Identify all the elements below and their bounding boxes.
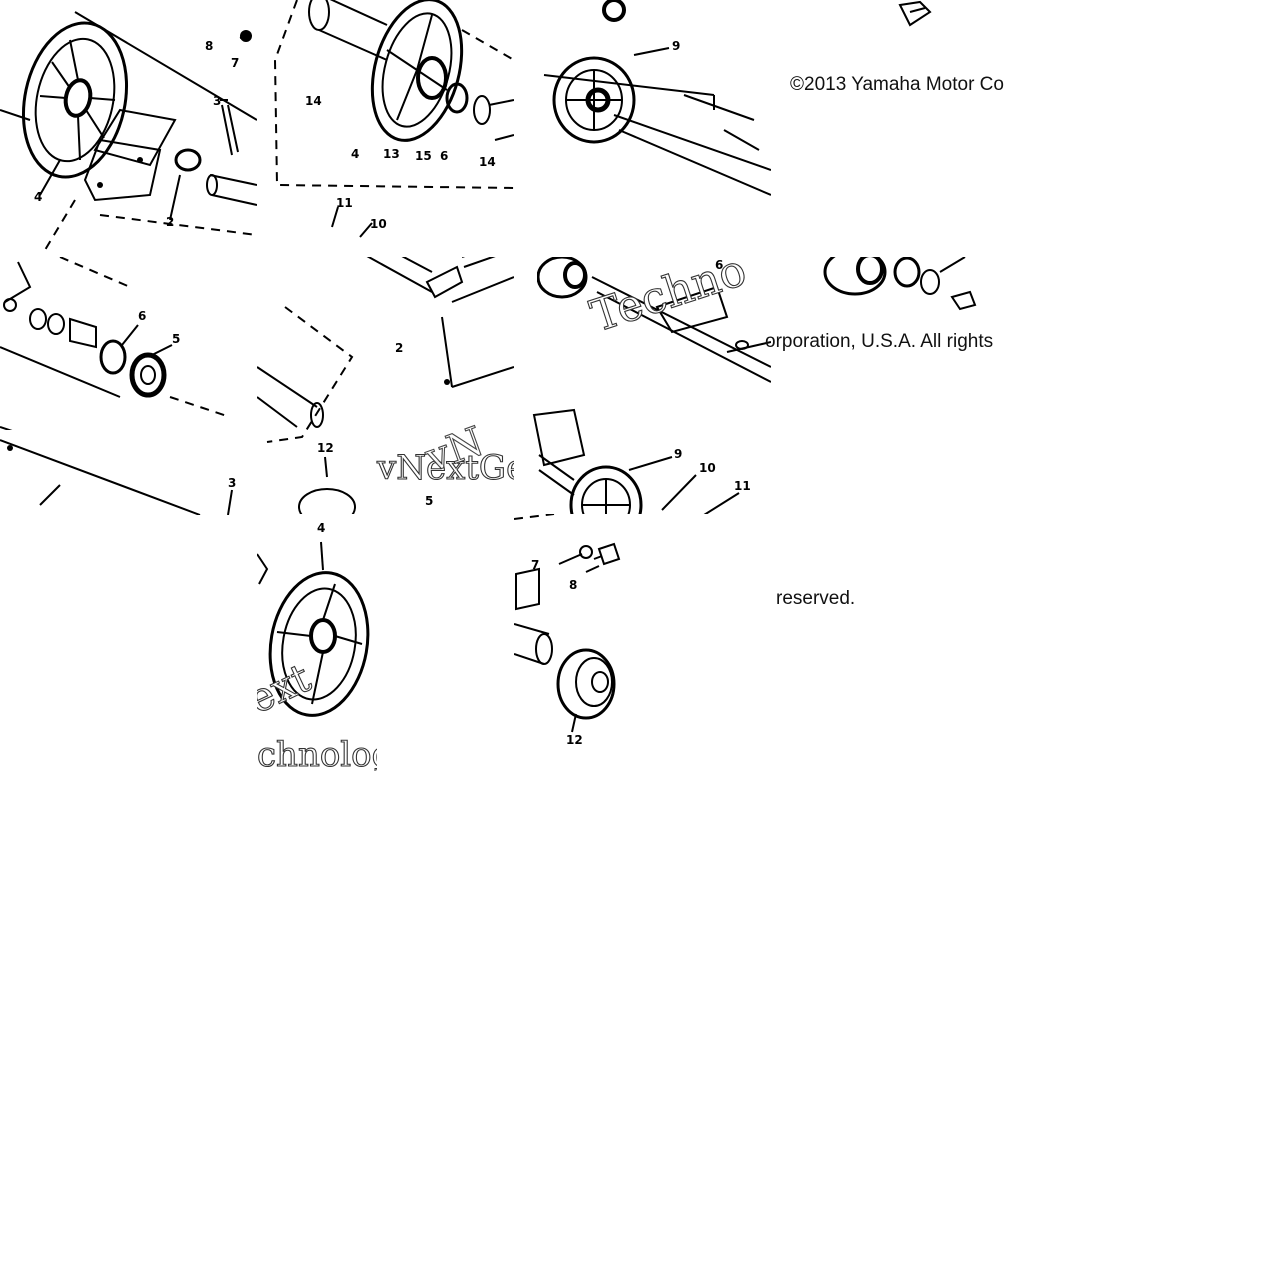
diagram-tile-wheel-bracket: 8 7 3 4 2: [0, 0, 257, 257]
diagram-tile-rail: 6 Techno: [537, 257, 771, 397]
diagram-tile-right-parts: [820, 257, 985, 317]
diagram-tile-wheel-9: 9: [514, 0, 771, 257]
diagram-tile-shaft-bracket: 2 12 vNextGe vN 5: [257, 257, 514, 514]
callout-14: 14: [305, 94, 322, 108]
copyright-line-3: reserved.: [776, 588, 856, 609]
copyright-line-1: ©2013 Yamaha Motor Co: [790, 74, 1004, 95]
callout-8: 8: [569, 578, 577, 592]
callout-2: 2: [166, 215, 174, 229]
callout-14b: 14: [479, 155, 496, 169]
callout-4: 4: [317, 521, 325, 535]
watermark-chnolog: chnolog: [257, 735, 377, 771]
callout-6: 6: [715, 258, 723, 272]
watermark-vnextge: vNextGe: [376, 448, 514, 488]
shaft-14-left: [308, 0, 388, 61]
callout-2: 2: [395, 341, 403, 355]
callout-5: 5: [172, 332, 180, 346]
idler-wheel-9b: [569, 465, 643, 515]
diagram-tile-wheel-4b: 4 ext chnolog: [257, 514, 377, 771]
idler-wheel-4b: [268, 571, 370, 717]
watermark-ext: ext: [257, 655, 318, 723]
wheel-12: [556, 648, 616, 720]
diagram-tile-lower-shaft: 3: [0, 430, 257, 515]
idler-wheel-4: [370, 0, 464, 142]
callout-13: 13: [383, 147, 400, 161]
callout-9: 9: [674, 447, 682, 461]
idler-wheel-9: [552, 56, 636, 144]
callout-6: 6: [440, 149, 448, 163]
callout-7: 7: [531, 558, 539, 572]
callout-12-label: 12: [317, 441, 334, 455]
bracket: [83, 108, 177, 202]
bolt-8: [593, 542, 621, 566]
diagram-tile-wheel-9b: 9 10 11: [514, 405, 771, 515]
callout-15: 15: [415, 149, 432, 163]
callout-4: 4: [351, 147, 359, 161]
callout-3: 3: [228, 476, 236, 490]
callout-10: 10: [370, 217, 387, 231]
callout-8: 8: [205, 39, 213, 53]
callout-3: 3: [213, 94, 221, 108]
collar: [174, 148, 257, 206]
callout-12: 12: [566, 733, 583, 747]
callout-5: 5: [425, 494, 433, 508]
diagram-tile-clip: [880, 0, 940, 30]
callout-4: 4: [34, 190, 42, 204]
callout-10: 10: [699, 461, 716, 475]
diagram-tile-bolt-wheel: 7 8 12: [514, 514, 771, 771]
callout-11: 11: [336, 196, 353, 210]
callout-6: 6: [138, 309, 146, 323]
callout-7: 7: [231, 56, 239, 70]
copyright-line-2: orporation, U.S.A. All rights: [765, 331, 994, 352]
callout-11: 11: [734, 479, 751, 493]
bearing-5: [129, 352, 167, 398]
diagram-tile-shaft-labels: 11 10: [270, 195, 400, 255]
callout-9: 9: [672, 39, 680, 53]
